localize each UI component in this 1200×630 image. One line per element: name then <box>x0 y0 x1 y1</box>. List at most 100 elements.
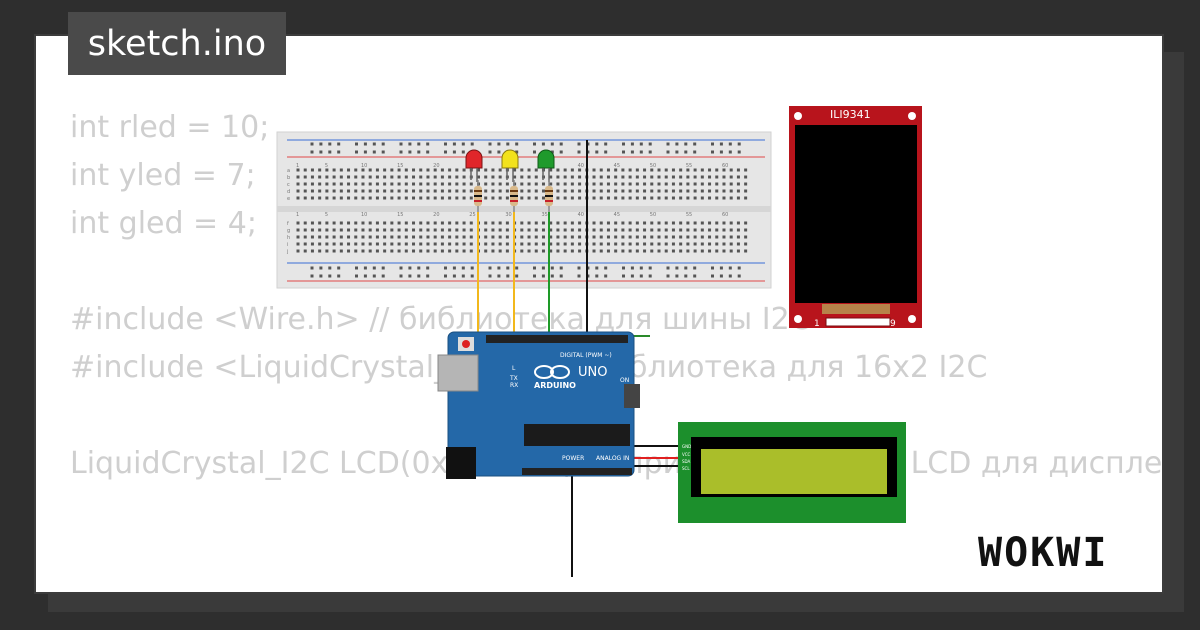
breadboard-hole <box>686 189 690 193</box>
breadboard-hole <box>534 242 538 246</box>
breadboard-rail-hole <box>461 274 465 278</box>
breadboard-hole <box>599 249 603 253</box>
breadboard-hole <box>722 235 726 239</box>
breadboard-hole <box>332 175 336 179</box>
breadboard-rail-hole <box>408 274 412 278</box>
arduino-uno[interactable]: ARDUINO UNO DIGITAL (PWM ~) ANALOG IN PO… <box>437 331 640 479</box>
breadboard-hole <box>708 189 712 193</box>
breadboard-hole <box>679 189 683 193</box>
breadboard-hole <box>527 221 531 225</box>
breadboard-hole <box>614 189 618 193</box>
breadboard-hole <box>570 196 574 200</box>
breadboard-hole <box>744 196 748 200</box>
resistor[interactable] <box>510 180 518 212</box>
code-line: int rled = 10; <box>70 110 270 145</box>
breadboard-hole <box>650 228 654 232</box>
breadboard-rail-hole <box>444 274 447 278</box>
resistor[interactable] <box>474 180 482 212</box>
breadboard-hole <box>527 189 531 193</box>
tft-display-ili9341[interactable]: ILI9341 1 9 <box>789 106 922 329</box>
breadboard-hole <box>650 235 654 239</box>
breadboard-rail-hole <box>408 142 412 146</box>
led-yellow[interactable] <box>501 149 519 182</box>
breadboard-hole <box>650 168 654 172</box>
breadboard-rail-hole <box>461 150 465 154</box>
breadboard-rail-hole <box>497 150 501 154</box>
breadboard-column-number: 40 <box>578 212 584 218</box>
breadboard-rail-hole <box>381 142 385 146</box>
breadboard-hole <box>549 175 553 179</box>
breadboard-hole <box>513 168 517 172</box>
breadboard-rail-hole <box>408 150 412 154</box>
breadboard-hole <box>736 182 740 186</box>
breadboard-hole <box>541 189 545 193</box>
breadboard-hole <box>650 242 654 246</box>
breadboard-hole <box>303 196 307 200</box>
breadboard-hole <box>318 182 322 186</box>
breadboard-column-number: 25 <box>469 212 475 218</box>
breadboard-hole <box>397 182 401 186</box>
breadboard-hole <box>606 175 610 179</box>
breadboard-hole <box>318 249 322 253</box>
breadboard-hole <box>440 221 444 225</box>
breadboard-hole <box>570 175 574 179</box>
lcd-16x2-i2c[interactable]: GND VCC SDA SCL <box>678 422 906 523</box>
breadboard-hole <box>606 221 610 225</box>
breadboard-hole <box>419 242 423 246</box>
breadboard-hole <box>599 196 603 200</box>
breadboard-hole <box>527 228 531 232</box>
breadboard-hole <box>325 168 329 172</box>
breadboard-rail-hole <box>577 142 581 146</box>
breadboard-hole <box>332 242 336 246</box>
wokwi-logo-icon: WOKWI <box>978 530 1108 576</box>
breadboard-rail-hole <box>533 266 536 270</box>
breadboard-hole <box>635 249 639 253</box>
breadboard-rail-hole <box>559 266 563 270</box>
breadboard-hole <box>498 221 502 225</box>
breadboard-hole <box>325 189 329 193</box>
breadboard-hole <box>599 182 603 186</box>
breadboard-hole <box>628 182 632 186</box>
breadboard-rail-hole <box>444 142 447 146</box>
breadboard-hole <box>325 221 329 225</box>
breadboard-hole <box>736 196 740 200</box>
breadboard-hole <box>426 228 430 232</box>
breadboard[interactable]: 1155101015152020252530303535404045455050… <box>276 131 772 289</box>
breadboard-hole <box>736 235 740 239</box>
breadboard-hole <box>440 189 444 193</box>
breadboard-row-letter: i <box>287 242 288 248</box>
breadboard-hole <box>390 228 394 232</box>
breadboard-hole <box>375 168 379 172</box>
breadboard-rail-holes <box>310 142 741 278</box>
breadboard-rail-hole <box>630 150 634 154</box>
breadboard-hole <box>491 221 495 225</box>
preview-card: int rled = 10; int yled = 7; int gled = … <box>34 34 1164 594</box>
led-green[interactable] <box>537 149 555 182</box>
breadboard-hole <box>520 175 524 179</box>
breadboard-hole <box>614 242 618 246</box>
breadboard-hole <box>527 168 531 172</box>
breadboard-hole <box>426 196 430 200</box>
breadboard-hole <box>375 196 379 200</box>
breadboard-hole <box>368 249 372 253</box>
breadboard-hole <box>686 249 690 253</box>
breadboard-hole <box>375 249 379 253</box>
led-red[interactable] <box>465 149 483 182</box>
breadboard-hole <box>664 235 668 239</box>
breadboard-hole <box>462 221 466 225</box>
breadboard-hole <box>527 196 531 200</box>
breadboard-hole <box>455 196 459 200</box>
resistor[interactable] <box>545 180 553 212</box>
breadboard-hole <box>614 175 618 179</box>
breadboard-hole <box>606 249 610 253</box>
breadboard-hole <box>578 249 582 253</box>
breadboard-hole <box>679 228 683 232</box>
wokwi-logo-text: WOKWI <box>978 530 1108 576</box>
breadboard-hole <box>671 221 675 225</box>
breadboard-hole <box>419 249 423 253</box>
breadboard-hole <box>729 182 733 186</box>
breadboard-hole <box>686 196 690 200</box>
breadboard-hole <box>332 189 336 193</box>
breadboard-rail-hole <box>559 150 563 154</box>
breadboard-hole <box>448 189 452 193</box>
